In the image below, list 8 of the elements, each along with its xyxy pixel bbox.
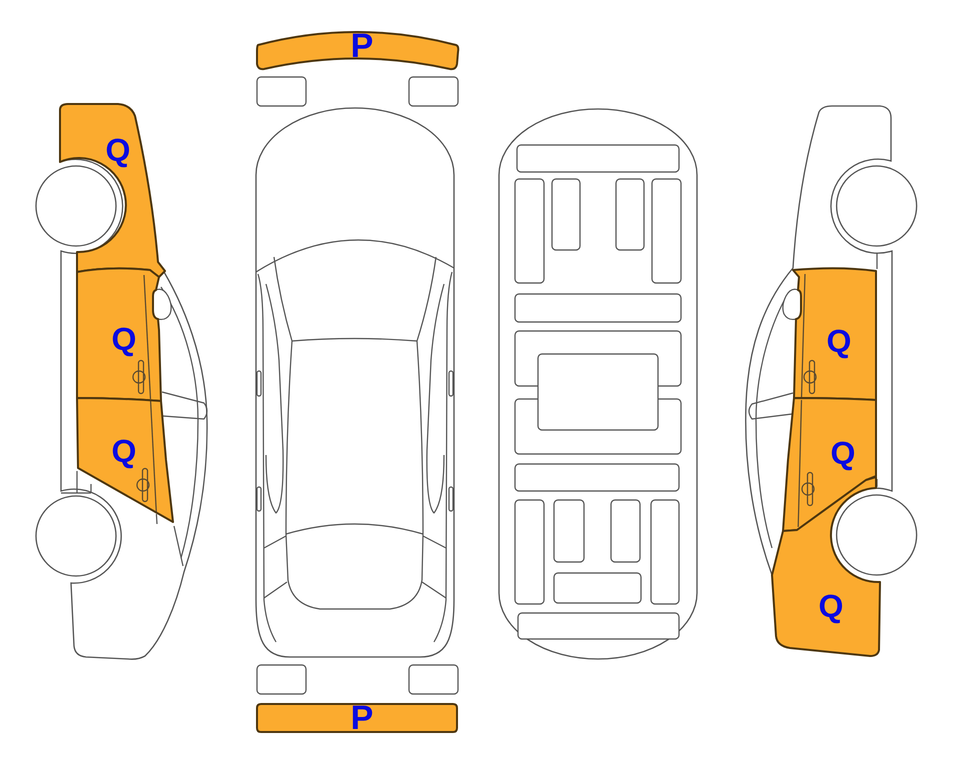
panel-code: Q [112,435,136,467]
panel-code: P [350,33,374,59]
panel-code: Q [818,590,844,622]
panel-code: Q [106,134,130,166]
panel-code: P [350,705,374,731]
panel-code: Q [112,323,136,355]
panel-code: Q [830,437,856,469]
panel-code: Q [826,325,852,357]
